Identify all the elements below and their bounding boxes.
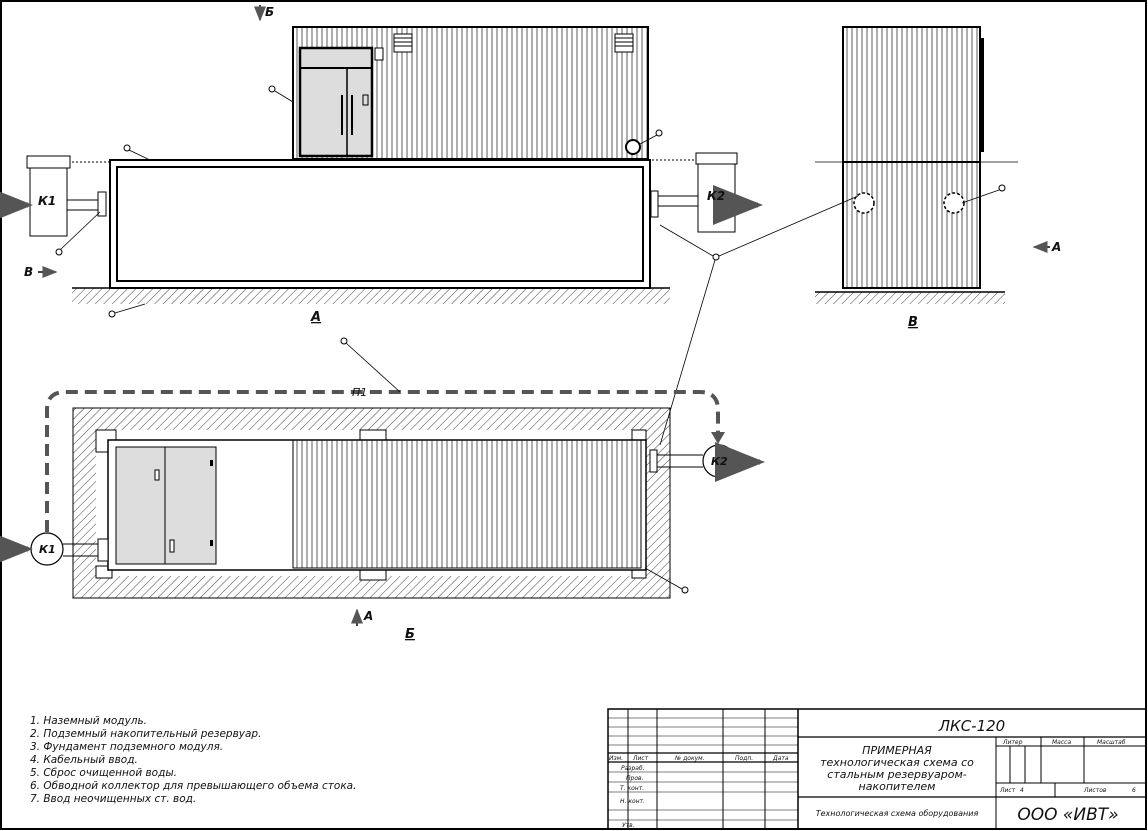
- title-line: ПРИМЕРНАЯ: [862, 744, 932, 757]
- sheet-number: 4: [1020, 787, 1024, 794]
- legend-item: 4. Кабельный ввод.: [30, 754, 138, 766]
- entry-door: [298, 46, 374, 158]
- surface-module-end: [842, 26, 981, 163]
- section-a-marker-plan: А: [363, 609, 373, 623]
- sheet-label: Лист: [999, 787, 1016, 794]
- legend-item: 1. Наземный модуль.: [30, 715, 147, 727]
- designation: ЛКС-120: [938, 717, 1005, 735]
- vent-grille-icon: [614, 33, 634, 53]
- k1-label: К1: [38, 194, 56, 208]
- title-line: технологическая схема со: [820, 756, 974, 769]
- row-label: Утв.: [622, 822, 635, 829]
- row-label: Разраб.: [621, 765, 645, 772]
- inlet-pipe-icon: [943, 192, 965, 214]
- view-a-title: А: [310, 310, 321, 325]
- bypass-pipe-p1: [45, 390, 720, 532]
- company-name: ООО «ИВТ»: [1017, 805, 1118, 825]
- k2-label: К2: [707, 189, 725, 203]
- cable-entry-icon: [625, 139, 641, 155]
- row-label: Т. конт.: [620, 785, 644, 792]
- col-header: Изм.: [609, 755, 623, 762]
- k2-plan-label: К2: [711, 455, 728, 468]
- view-b-title: Б: [405, 627, 415, 642]
- sheets-label: Листов: [1083, 787, 1107, 794]
- legend-item: 3. Фундамент подземного модуля.: [30, 741, 223, 753]
- callout-5: [712, 253, 720, 261]
- section-a-marker-side: А: [1051, 240, 1061, 254]
- col-header: № докум.: [674, 755, 705, 762]
- legend-item: 7. Ввод неочищенных ст. вод.: [30, 793, 196, 805]
- section-b-marker: Б: [265, 5, 274, 19]
- tank-end: [842, 161, 981, 289]
- legend-item: 2. Подземный накопительный резервуар.: [30, 728, 261, 740]
- col-header: Дата: [772, 755, 789, 762]
- view-b: К1 К2 П1 Б А: [0, 337, 765, 642]
- outlet-pipe-icon: [853, 192, 875, 214]
- row-label: Пров.: [626, 775, 644, 782]
- legend-item: 6. Обводной коллектор для превышающего о…: [30, 780, 356, 792]
- legend: 1. Наземный модуль. 2. Подземный накопит…: [30, 715, 356, 805]
- view-a: К1 К2 А Б В: [0, 5, 763, 325]
- sheets-total: 6: [1132, 787, 1136, 794]
- col-header: Подп.: [735, 755, 753, 762]
- mass-label: Масса: [1052, 739, 1071, 746]
- title-block: [607, 708, 1147, 830]
- section-v-marker: В: [24, 265, 33, 279]
- row-label: Н. конт.: [620, 798, 645, 805]
- foundation: [72, 288, 670, 304]
- k1-plan-label: К1: [39, 543, 56, 556]
- title-block-text: Изм. Лист № докум. Подп. Дата Разраб. Пр…: [609, 717, 1136, 829]
- module-doors-plan: [115, 446, 217, 565]
- col-header: Лист: [632, 755, 649, 762]
- title-line: накопителем: [859, 780, 936, 793]
- litera-label: Литер: [1002, 739, 1023, 746]
- legend-item: 5. Сброс очищенной воды.: [30, 767, 177, 779]
- view-v-title: В: [908, 315, 918, 330]
- pipe-p1-label: П1: [352, 386, 367, 399]
- subtitle: Технологическая схема оборудования: [816, 809, 979, 818]
- scale-label: Масштаб: [1097, 739, 1126, 746]
- title-line: стальным резервуаром-: [827, 768, 966, 781]
- view-v: В А: [815, 26, 1061, 330]
- k1-well: [29, 167, 68, 237]
- vent-grille-icon: [393, 33, 413, 53]
